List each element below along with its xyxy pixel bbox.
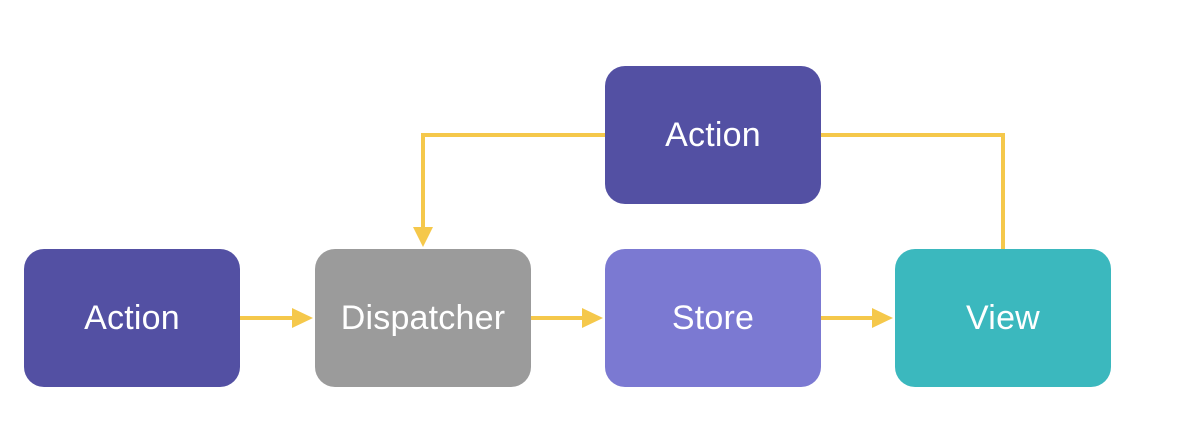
- arrowhead-store: [582, 308, 603, 328]
- node-action-left: Action: [24, 249, 240, 387]
- node-action-left-label: Action: [84, 298, 180, 337]
- arrowhead-dispatcher: [292, 308, 313, 328]
- node-dispatcher-label: Dispatcher: [340, 298, 506, 337]
- node-store: Store: [605, 249, 821, 387]
- node-view-label: View: [966, 298, 1040, 337]
- arrowhead-dispatcher-top: [413, 227, 433, 247]
- arrowhead-view: [872, 308, 893, 328]
- node-action-top: Action: [605, 66, 821, 204]
- node-action-top-label: Action: [665, 115, 761, 154]
- node-dispatcher: Dispatcher: [315, 249, 531, 387]
- line-view-to-top-action: [821, 133, 1005, 249]
- node-store-label: Store: [671, 298, 755, 337]
- node-view: View: [895, 249, 1111, 387]
- arrow-top-action-to-dispatcher: [421, 133, 605, 230]
